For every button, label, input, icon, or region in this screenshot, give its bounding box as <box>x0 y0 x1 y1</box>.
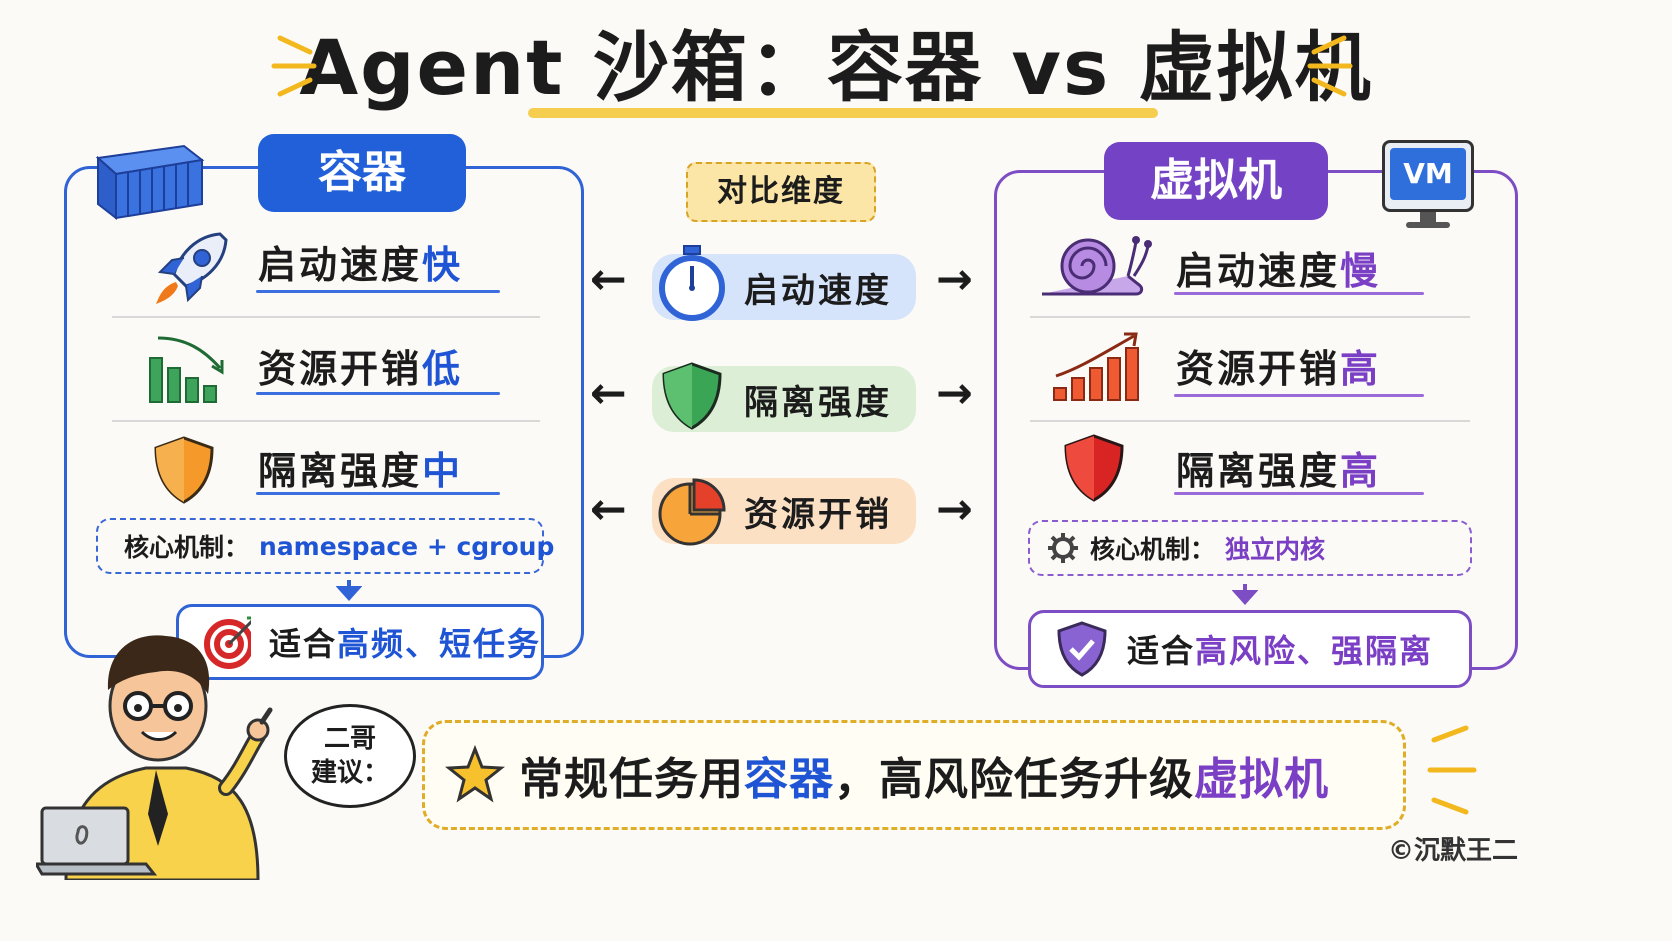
dimension-label: 资源开销 <box>744 494 892 535</box>
row-value: 高 <box>1340 347 1382 391</box>
shield-icon <box>662 362 722 430</box>
vm-row-overhead: 资源开销高 <box>1176 338 1381 393</box>
shield-icon <box>1064 434 1124 502</box>
row-label: 隔离强度 <box>1176 449 1341 493</box>
bubble-line-1: 二哥 <box>323 724 376 754</box>
container-row-isolation: 隔离强度中 <box>258 440 463 495</box>
row-value: 低 <box>422 347 464 391</box>
row-label: 启动速度 <box>258 243 423 287</box>
underline <box>1174 492 1424 495</box>
page-title: Agent 沙箱：容器 vs 虚拟机 <box>299 23 1373 112</box>
title-sparkle-right-icon <box>1307 35 1353 97</box>
shield-icon <box>154 436 214 504</box>
shipping-container-icon <box>95 144 205 221</box>
row-value: 中 <box>422 449 464 493</box>
arrow-left: ← <box>590 254 627 305</box>
stopwatch-icon <box>659 245 725 321</box>
container-fit: 适合高频、短任务 <box>176 604 544 680</box>
vm-fit: 适合高风险、强隔离 <box>1028 610 1472 688</box>
vm-tag: 虚拟机 <box>1104 142 1328 220</box>
divider <box>1030 420 1470 422</box>
arrow-right: → <box>936 254 973 305</box>
underline <box>1174 292 1424 295</box>
pie-chart-icon <box>658 478 726 546</box>
comparison-dimension-header: 对比维度 <box>686 162 876 222</box>
arrow-right: → <box>936 368 973 419</box>
fit-value: 高风险、强隔离 <box>1195 632 1434 670</box>
bubble-line-2: 建议： <box>310 758 389 788</box>
row-label: 启动速度 <box>1176 249 1341 293</box>
underline <box>256 492 500 495</box>
row-value: 快 <box>422 243 464 287</box>
underline <box>256 290 500 293</box>
underline <box>1174 394 1424 397</box>
arrow-right: → <box>936 484 973 535</box>
fit-prefix: 适合 <box>1127 632 1196 670</box>
dimension-label: 隔离强度 <box>744 382 892 423</box>
mechanism-value: namespace + cgroup <box>259 531 555 561</box>
underline <box>256 392 500 395</box>
copyright: ©沉默王二 <box>1388 836 1519 866</box>
bar-chart-up-icon <box>1053 332 1139 401</box>
advice-verdict: 常规任务用容器，高风险任务升级虚拟机 <box>422 720 1406 830</box>
advice-part-1: 常规任务用 <box>519 754 744 805</box>
advice-part-2: 容器 <box>744 754 834 805</box>
bar-chart-down-icon <box>149 336 224 403</box>
vm-row-startup: 启动速度慢 <box>1176 240 1381 295</box>
row-label: 资源开销 <box>258 347 423 391</box>
arrow-left: ← <box>590 484 627 535</box>
divider <box>112 316 540 318</box>
vm-row-isolation: 隔离强度高 <box>1176 440 1381 495</box>
title-underline <box>528 108 1158 118</box>
advice-part-3: ，高风险任务升级 <box>834 754 1194 805</box>
down-arrow-icon <box>1232 584 1258 605</box>
target-icon <box>204 616 251 669</box>
title-sparkle-left-icon <box>271 35 317 97</box>
fit-prefix: 适合 <box>268 625 337 663</box>
row-label: 资源开销 <box>1176 347 1341 391</box>
container-row-startup: 启动速度快 <box>258 234 463 289</box>
gear-icon <box>1048 533 1078 563</box>
mechanism-label: 核心机制： <box>124 533 250 562</box>
shield-check-icon <box>1057 621 1107 677</box>
mechanism-value: 独立内核 <box>1225 535 1326 564</box>
vm-mechanism: 核心机制： 独立内核 <box>1028 520 1472 576</box>
fit-value: 高频、短任务 <box>336 625 541 663</box>
container-mechanism: 核心机制： namespace + cgroup <box>96 518 554 574</box>
row-label: 隔离强度 <box>258 449 423 493</box>
down-arrow-icon <box>336 580 362 601</box>
mechanism-label: 核心机制： <box>1090 535 1216 564</box>
rocket-icon <box>156 232 228 304</box>
snail-icon <box>1042 236 1152 296</box>
row-value: 慢 <box>1340 249 1382 293</box>
row-value: 高 <box>1340 449 1382 493</box>
verdict-sparkle-icon <box>1427 725 1477 815</box>
monitor-icon: VM <box>1382 140 1476 232</box>
dimension-label: 启动速度 <box>744 270 892 311</box>
container-row-overhead: 资源开销低 <box>258 338 463 393</box>
container-tag: 容器 <box>258 134 466 212</box>
advice-part-4: 虚拟机 <box>1194 754 1329 805</box>
arrow-left: ← <box>590 368 627 419</box>
character-illustration <box>36 635 273 880</box>
monitor-text: VM <box>1390 148 1466 200</box>
advice-bubble: 二哥 建议： <box>284 704 416 808</box>
divider <box>1030 316 1470 318</box>
divider <box>112 420 540 422</box>
star-icon <box>445 745 505 803</box>
